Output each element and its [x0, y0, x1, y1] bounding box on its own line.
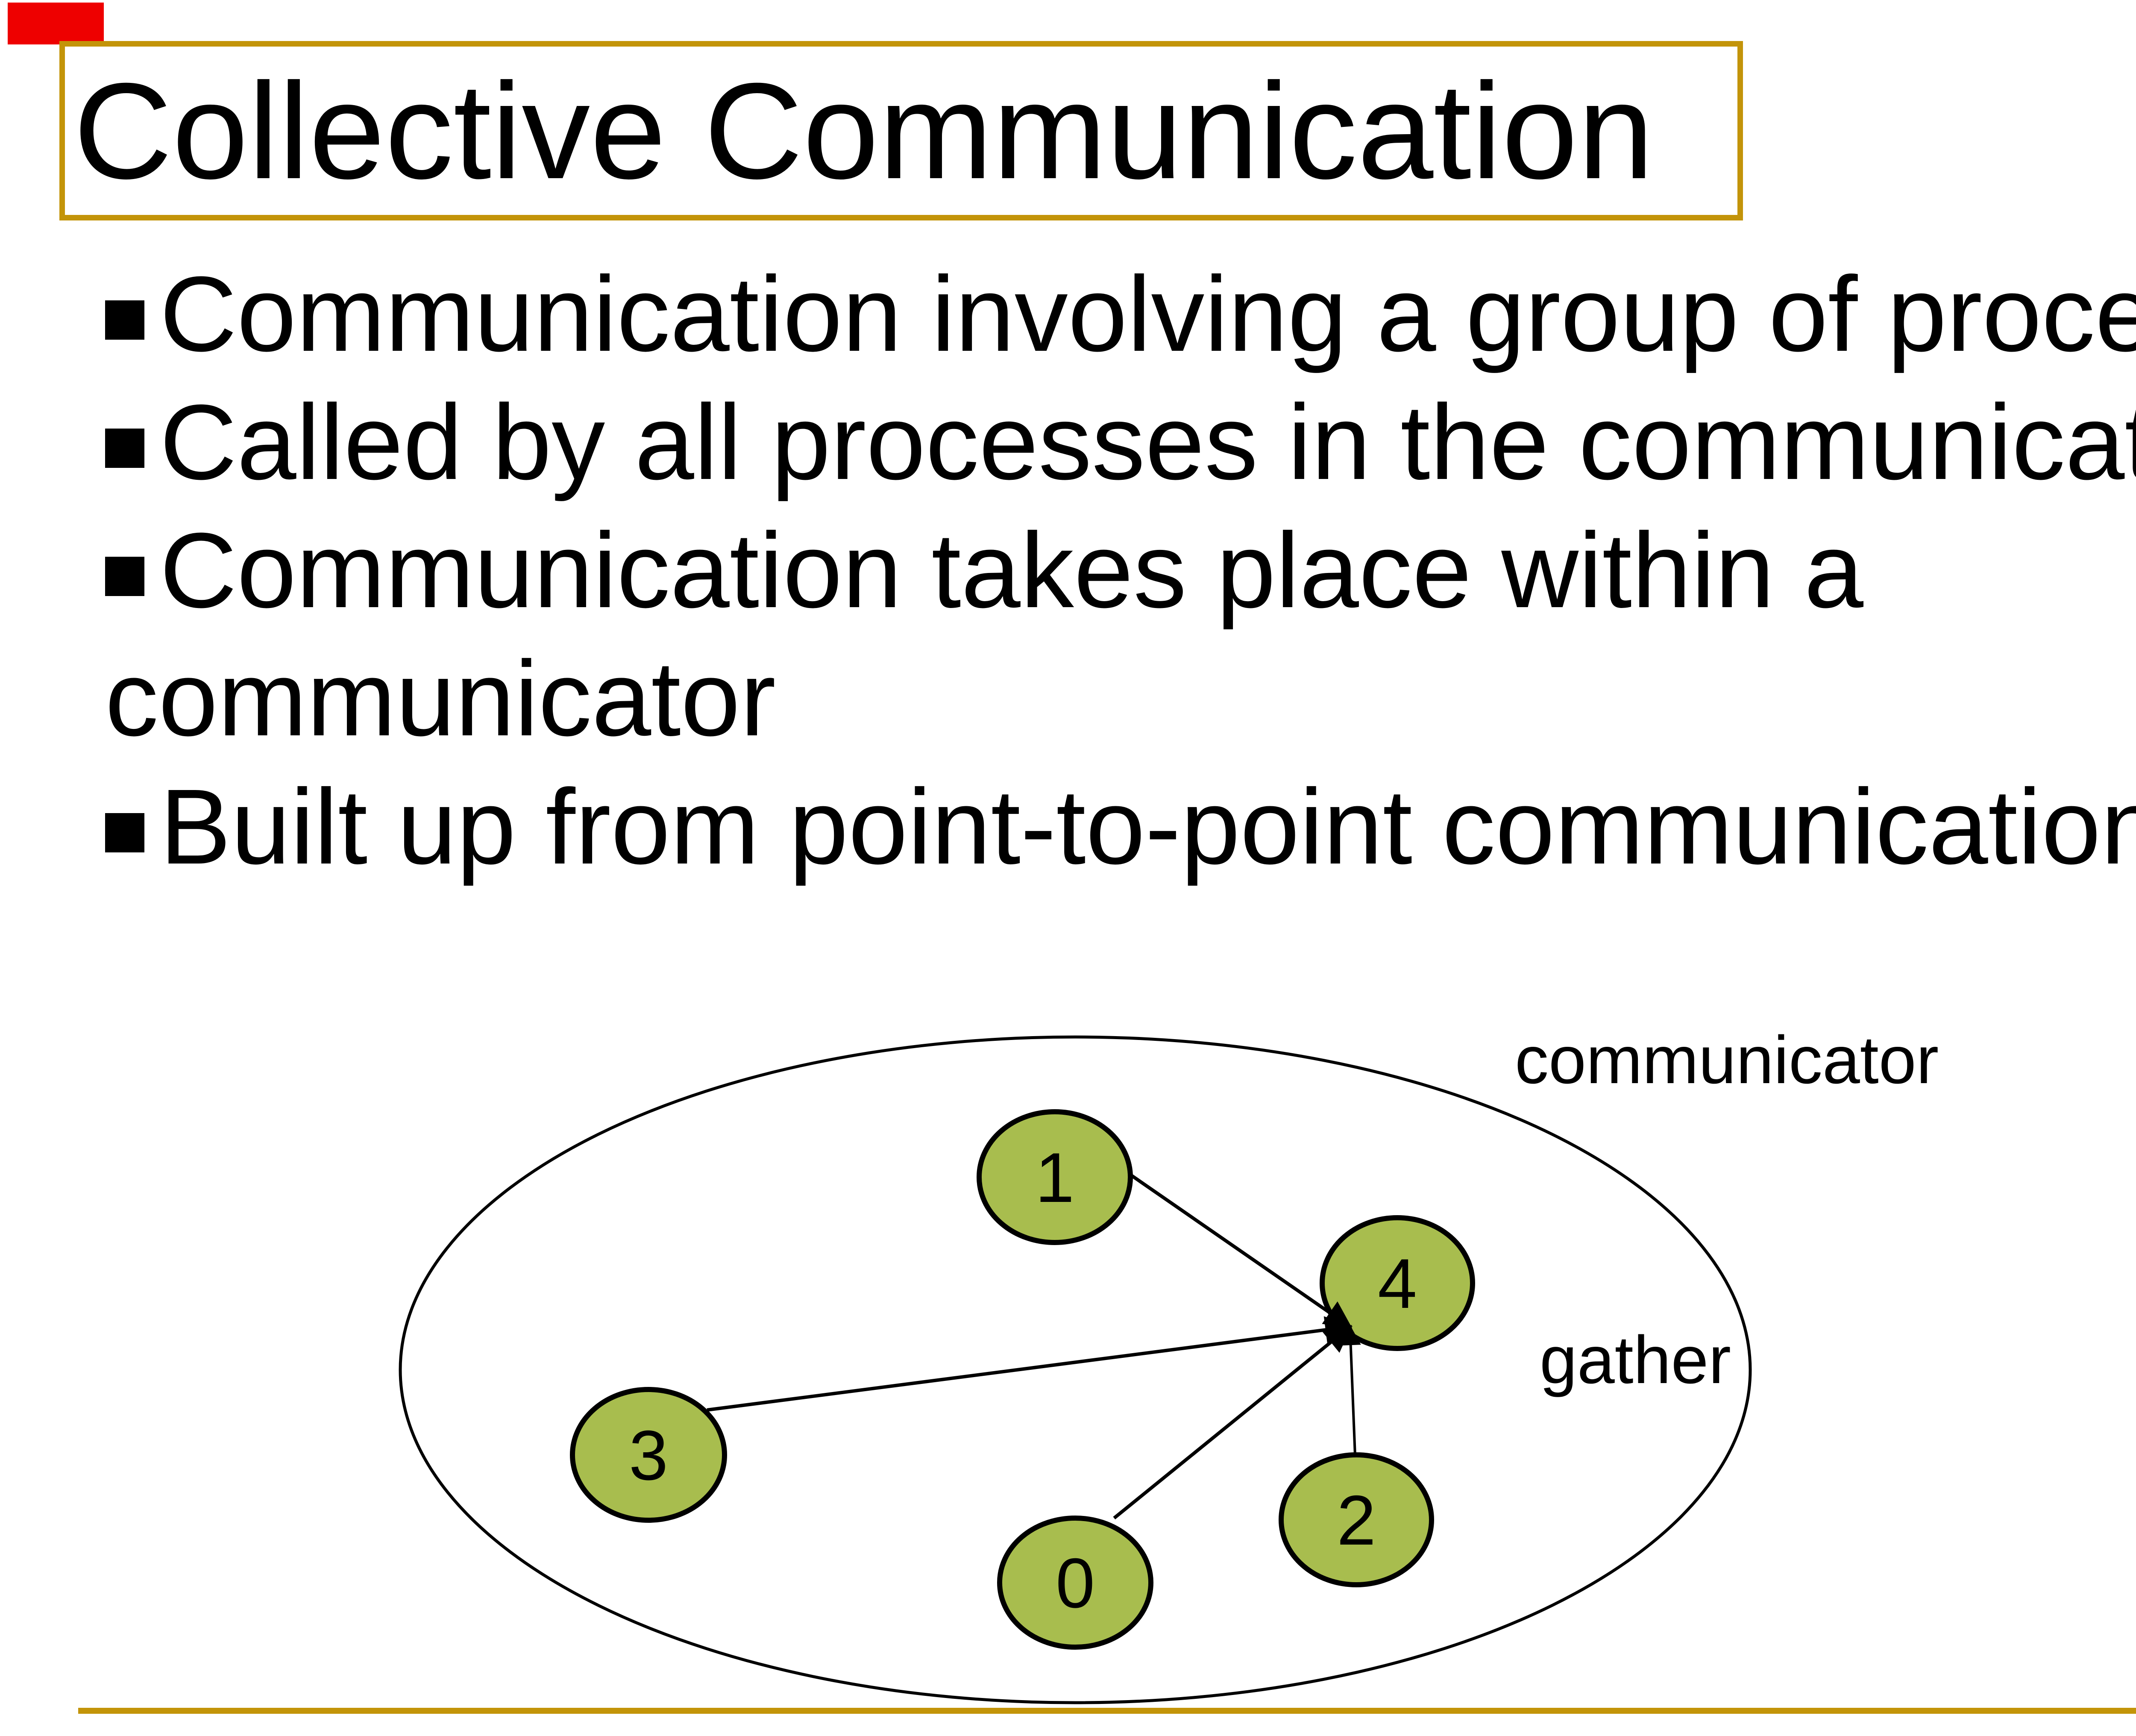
communicator-ellipse	[399, 1035, 1752, 1704]
footer-divider	[78, 1708, 2136, 1714]
red-marker	[8, 3, 104, 44]
bullet-square-icon	[105, 557, 144, 596]
arrow-from-3-to-4	[707, 1316, 1353, 1412]
node-label: 0	[1056, 1544, 1095, 1622]
bullet-square-icon	[105, 300, 144, 340]
node-label: 2	[1337, 1481, 1376, 1560]
gather-label: gather	[1540, 1322, 1731, 1398]
communicator-label: communicator	[1515, 1022, 1939, 1098]
bullet-text: Built up from point-to-point communicati…	[160, 767, 2136, 886]
node-circle	[1279, 1452, 1434, 1587]
node-circle	[1320, 1215, 1475, 1351]
node-circle	[570, 1387, 727, 1523]
bullet-square-icon	[105, 429, 144, 468]
process-node-4: 4	[1320, 1215, 1475, 1351]
bullet-item: Built up from point-to-point communicati…	[98, 763, 2136, 891]
page-title: Collective Communication	[73, 54, 1654, 207]
process-node-0: 0	[997, 1516, 1153, 1650]
process-node-3: 3	[570, 1387, 727, 1523]
process-node-1: 1	[977, 1109, 1133, 1245]
bullet-text: Communication involving a group of proce…	[160, 254, 2136, 373]
title-box: Collective Communication	[59, 41, 1743, 220]
bullet-item: Called by all processes in the communica…	[98, 378, 2136, 506]
arrow-from-0-to-4	[1113, 1325, 1352, 1520]
node-label: 1	[1035, 1138, 1074, 1217]
node-circle	[977, 1109, 1133, 1245]
node-label: 4	[1378, 1244, 1417, 1323]
bullet-square-icon	[105, 813, 144, 852]
node-circle	[997, 1516, 1153, 1650]
process-node-2: 2	[1279, 1452, 1434, 1587]
arrow-from-2-to-4	[1340, 1325, 1361, 1456]
bullet-item: Communication involving a group of proce…	[98, 250, 2136, 378]
bullet-text: Communication takes place within a commu…	[105, 511, 1864, 758]
bullet-item: Communication takes place within a commu…	[98, 506, 2136, 763]
bullet-list: Communication involving a group of proce…	[98, 250, 2136, 891]
node-label: 3	[629, 1416, 668, 1495]
arrow-from-1-to-4	[1130, 1173, 1353, 1328]
bullet-text: Called by all processes in the communica…	[160, 382, 2136, 502]
